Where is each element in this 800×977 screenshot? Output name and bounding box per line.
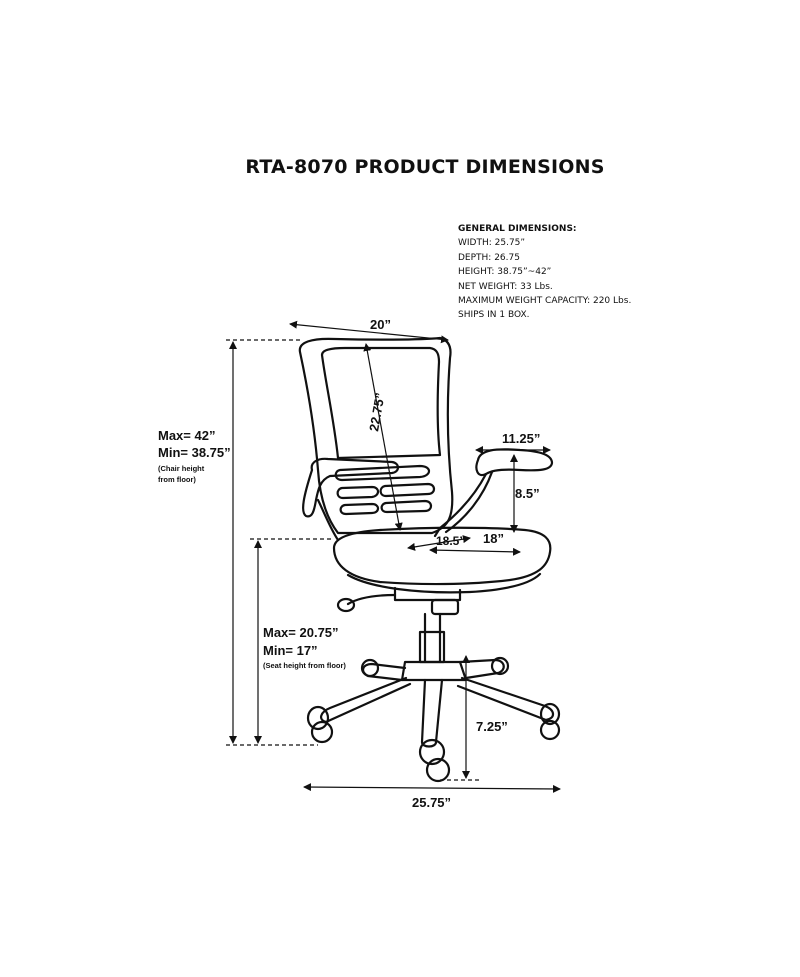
left-arm-support xyxy=(316,498,340,542)
chair-height-min: Min= 38.75” xyxy=(158,445,231,460)
chair-height-note: from floor) xyxy=(158,475,196,484)
seat-height-note: (Seat height from floor) xyxy=(263,661,346,670)
left-armrest xyxy=(302,457,400,518)
spec-depth: DEPTH: 26.75 xyxy=(458,252,520,263)
lumbar-rib xyxy=(379,482,436,498)
chair-height-note: (Chair height xyxy=(158,464,205,473)
lumbar-rib xyxy=(334,464,431,482)
general-dimensions-heading: GENERAL DIMENSIONS: xyxy=(458,224,577,234)
back-width-label: 20” xyxy=(370,317,391,332)
seat-depth-line xyxy=(407,535,471,551)
caster xyxy=(310,720,334,744)
seat-width-label: 18” xyxy=(483,531,504,546)
spec-ships: SHIPS IN 1 BOX. xyxy=(458,310,530,321)
caster xyxy=(360,658,380,678)
lever-knob xyxy=(336,597,356,613)
armrest-height-label: 8.5” xyxy=(515,486,540,501)
seat-height-max: Max= 20.75” xyxy=(263,625,339,640)
spec-max-capacity: MAXIMUM WEIGHT CAPACITY: 220 Lbs. xyxy=(458,296,632,307)
caster xyxy=(425,757,451,783)
caster xyxy=(418,738,446,766)
general-dimensions: GENERAL DIMENSIONS: WIDTH: 25.75” DEPTH:… xyxy=(458,222,631,323)
base-leg xyxy=(456,676,555,722)
seat-depth-label: 18.5” xyxy=(436,534,465,548)
back-height-label: 22.75” xyxy=(366,391,388,432)
caster xyxy=(539,702,561,726)
backrest-mesh xyxy=(320,346,442,460)
chair-illustration xyxy=(298,336,561,783)
seat-width-line xyxy=(429,546,521,556)
caster xyxy=(490,656,510,676)
spec-height: HEIGHT: 38.75”~42” xyxy=(458,267,552,278)
back-width-line xyxy=(289,320,449,344)
seat-height-min: Min= 17” xyxy=(263,643,318,658)
lumbar-rib xyxy=(339,502,380,516)
dimension-lines xyxy=(226,320,561,793)
spec-net-weight: NET WEIGHT: 33 Lbs. xyxy=(458,281,553,292)
spec-width: WIDTH: 25.75” xyxy=(458,238,526,249)
lumbar-rib xyxy=(380,499,433,514)
lumbar-rib xyxy=(336,485,380,500)
base-leg xyxy=(320,676,412,724)
base-leg xyxy=(362,662,407,682)
seat-underside xyxy=(346,572,542,594)
base-height-label: 7.25” xyxy=(476,719,508,734)
caster xyxy=(539,719,561,741)
armrest-length-label: 11.25” xyxy=(502,431,540,446)
chair-height-max: Max= 42” xyxy=(158,428,215,443)
tilt-lever xyxy=(346,593,397,606)
base-width-label: 25.75” xyxy=(412,795,451,810)
back-height-line xyxy=(363,343,403,531)
page-title: RTA-8070 PRODUCT DIMENSIONS xyxy=(245,156,605,178)
gas-cylinder-cover xyxy=(430,598,460,616)
base-hub xyxy=(400,660,468,682)
caster xyxy=(306,705,330,731)
base-leg xyxy=(420,678,444,748)
base-width-line xyxy=(303,783,561,793)
